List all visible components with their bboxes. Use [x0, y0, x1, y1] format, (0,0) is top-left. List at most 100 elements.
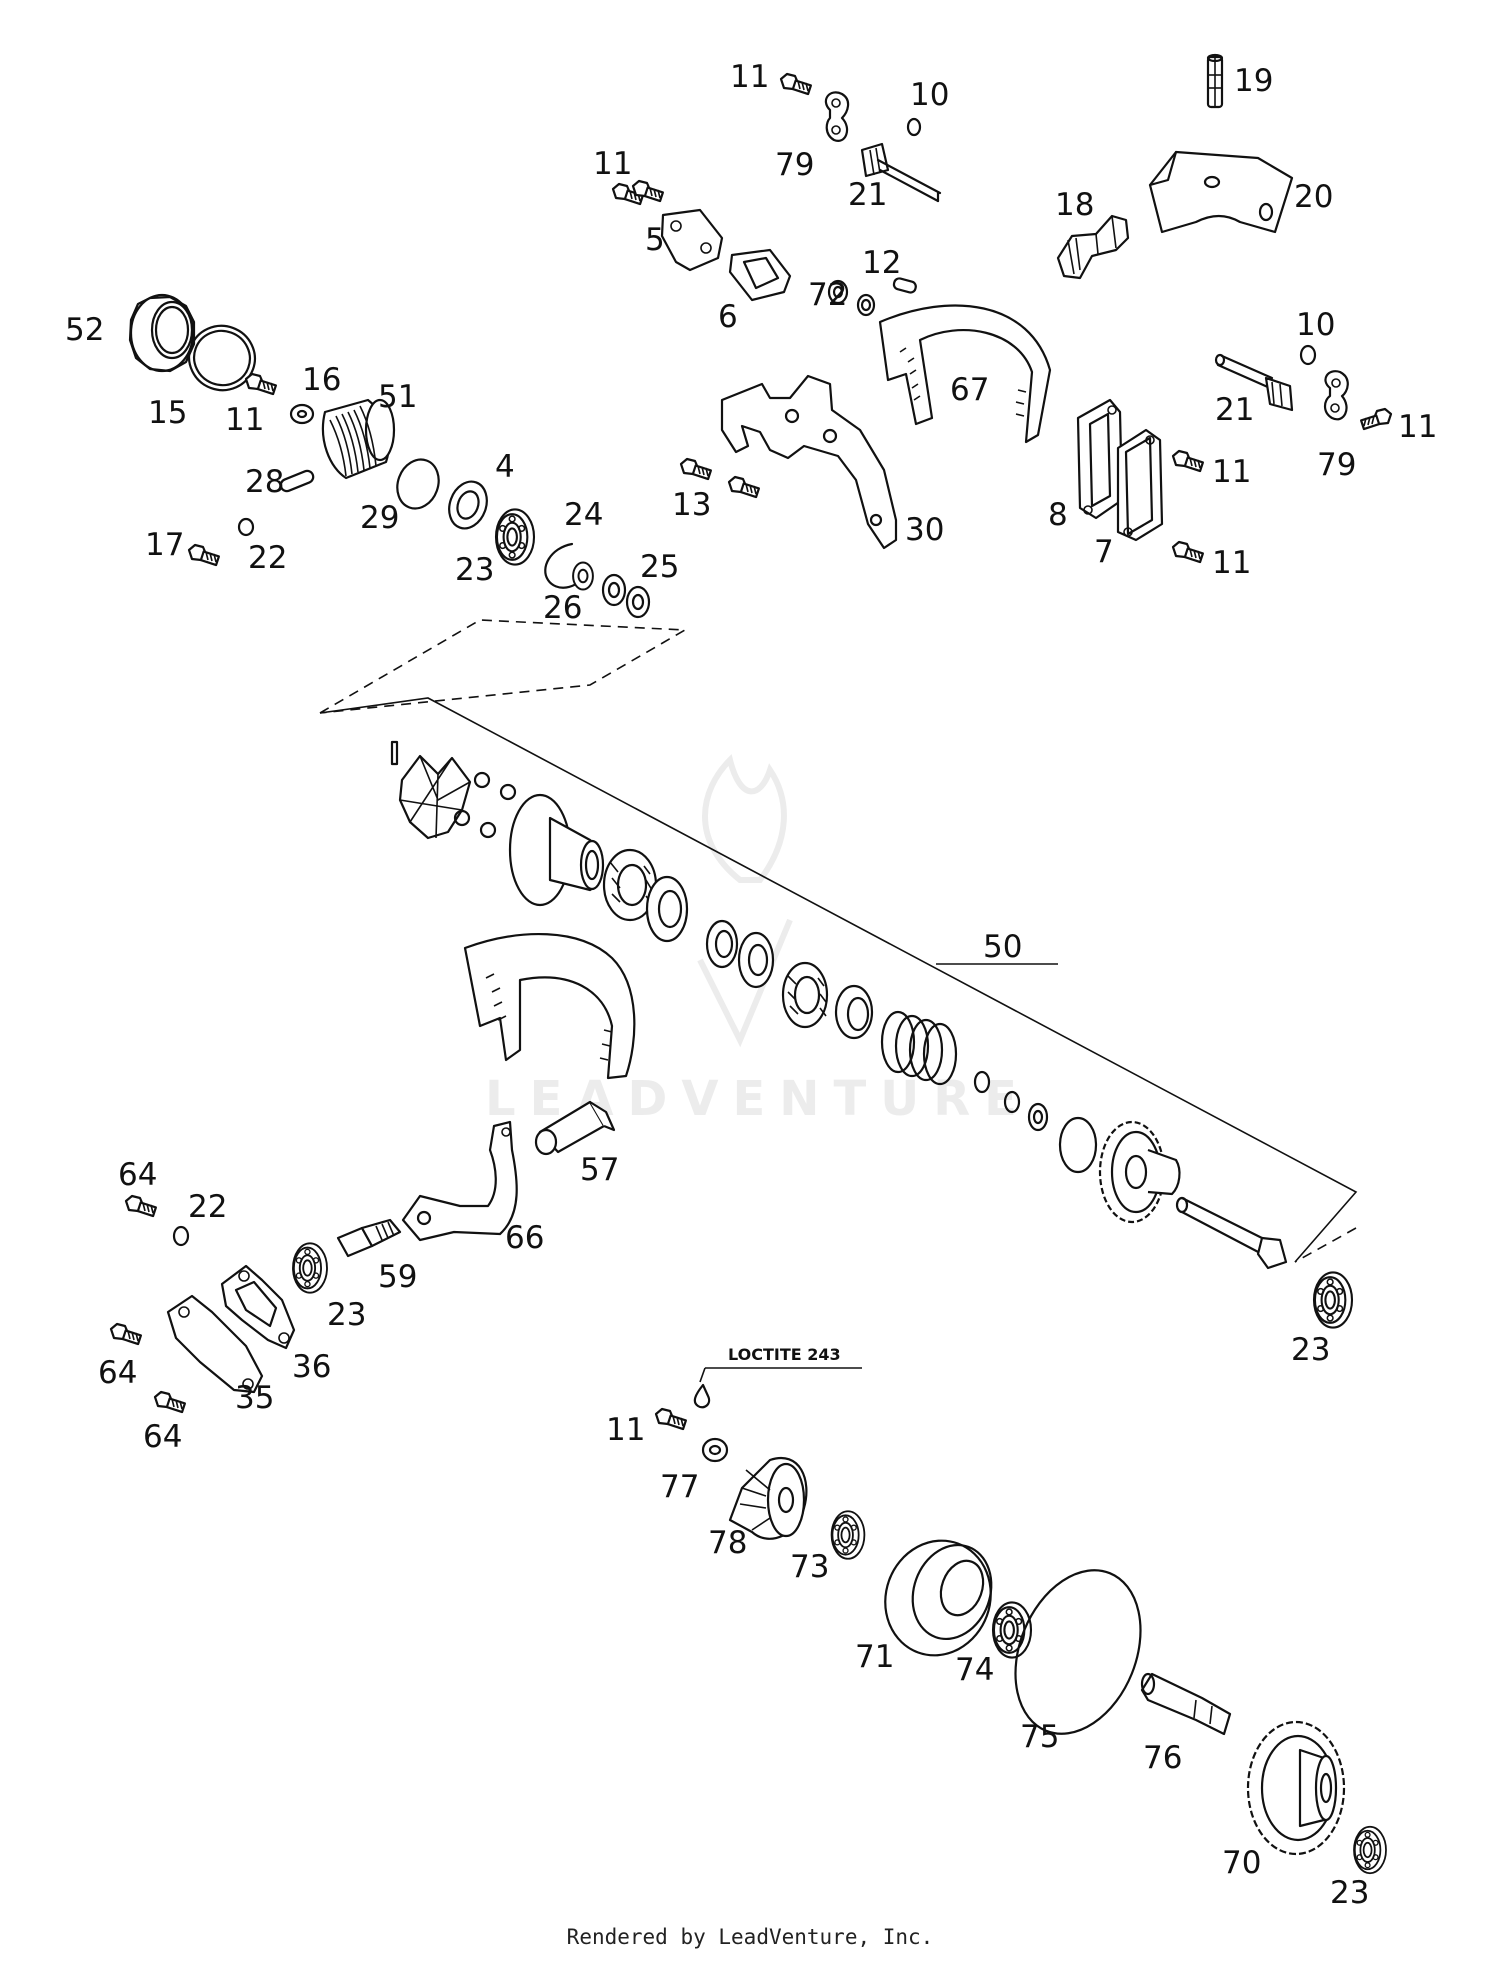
washer-part-25-b: [625, 585, 651, 619]
bolt-part-11-right: [1360, 407, 1393, 431]
pin-part-28: [279, 469, 315, 493]
bearing-part-23-bottom: [1353, 1825, 1387, 1875]
bolt-part-13-lower: [727, 475, 760, 499]
pump-shaft-part-76: [1140, 1672, 1232, 1736]
callout-11-pump: 11: [606, 1412, 646, 1448]
callout-26: 26: [543, 590, 583, 626]
pin-part-12: [892, 277, 917, 294]
callout-50: 50: [983, 929, 1023, 965]
thrust-washer-1: [645, 875, 689, 943]
callout-4: 4: [495, 449, 515, 485]
slider-part-20: [1148, 150, 1294, 234]
o-ring-part-29: [396, 458, 440, 510]
spring-part-51: [321, 398, 396, 480]
callout-74: 74: [955, 1652, 995, 1688]
callout-70: 70: [1222, 1845, 1262, 1881]
circlip: [1058, 1116, 1098, 1174]
seal-ring-part-15: [188, 324, 256, 392]
callout-21-top: 21: [848, 177, 888, 213]
bearing-part-23-right: [1312, 1271, 1354, 1329]
callout-11-right-lower: 11: [1212, 545, 1252, 581]
callout-13: 13: [672, 487, 712, 523]
seal-ring-part-72: [856, 293, 876, 317]
callout-71: 71: [855, 1639, 895, 1675]
thrust-washer-2: [737, 931, 775, 989]
bolt-part-17: [187, 543, 220, 567]
assembly-box-part-50: [319, 697, 1358, 1263]
bolt-part-64-low: [153, 1390, 186, 1414]
callout-35: 35: [235, 1380, 275, 1416]
callout-17: 17: [145, 527, 185, 563]
shaft-part-21-top: [860, 142, 942, 203]
balls: [453, 771, 517, 839]
kick-gear: [1098, 1120, 1181, 1224]
cover-plate-part-35: [166, 1294, 264, 1394]
callout-10-top: 10: [910, 77, 950, 113]
callout-24: 24: [564, 497, 604, 533]
kick-shaft: [1175, 1196, 1288, 1270]
bearing-part-23-lower-left: [292, 1242, 328, 1294]
washer-small: [1027, 1102, 1049, 1132]
callout-23-right: 23: [1291, 1332, 1331, 1368]
cover-part-7: [1116, 428, 1164, 542]
bolt-part-11-right-upper: [1171, 449, 1204, 473]
footer-credit: Rendered by LeadVenture, Inc.: [566, 1925, 934, 1949]
callout-79-right: 79: [1317, 447, 1357, 483]
sleeve: [834, 984, 874, 1040]
o-ring-part-10-right: [1299, 344, 1317, 366]
gasket-part-8: [1076, 398, 1124, 520]
callout-29: 29: [360, 500, 400, 536]
assembly-box-bottom-dash: [1294, 1227, 1357, 1263]
bearing-part-73: [830, 1510, 866, 1560]
kick-spring: [880, 1010, 958, 1086]
bolt-part-11-right-lower: [1171, 540, 1204, 564]
gasket-part-6: [728, 248, 792, 302]
callout-67: 67: [950, 372, 990, 408]
callout-76: 76: [1143, 1740, 1183, 1776]
callout-5: 5: [645, 222, 665, 258]
callout-28: 28: [245, 464, 285, 500]
callout-78: 78: [708, 1525, 748, 1561]
callout-59: 59: [378, 1259, 418, 1295]
impeller-part-78: [728, 1457, 808, 1540]
callout-12: 12: [862, 245, 902, 281]
callout-25: 25: [640, 549, 680, 585]
needle-bearing-2: [781, 961, 829, 1029]
gear-part-70: [1246, 1720, 1346, 1856]
bolt-part-11-top: [779, 72, 812, 96]
callout-64-top: 64: [118, 1157, 158, 1193]
callout-72: 72: [808, 277, 848, 313]
washer-part-4: [448, 480, 488, 530]
seal-part-72: [827, 279, 849, 305]
callout-11-right: 11: [1398, 409, 1438, 445]
callout-57: 57: [580, 1152, 620, 1188]
ratchet-segment-lower: [463, 932, 636, 1080]
callout-79-top: 79: [775, 147, 815, 183]
washer-part-26: [572, 561, 594, 591]
washer-part-77: [701, 1437, 729, 1463]
callout-30: 30: [905, 512, 945, 548]
shaft-part-21-right: [1214, 353, 1294, 412]
callout-11-left: 11: [225, 402, 265, 438]
callout-11-right-upper: 11: [1212, 454, 1252, 490]
callout-15: 15: [148, 395, 188, 431]
callout-8: 8: [1048, 497, 1068, 533]
pin: [390, 740, 399, 766]
pump-housing-part-71: [884, 1539, 993, 1657]
driver-hub: [508, 793, 605, 907]
callout-64-mid: 64: [98, 1355, 138, 1391]
washer-part-25-a: [601, 573, 627, 607]
cover-plate-part-5: [660, 208, 724, 272]
washer-part-22-lower: [172, 1225, 190, 1247]
guide-plate-part-30: [720, 374, 898, 550]
callout-11-top: 11: [730, 59, 770, 95]
ratchet-wheel: [398, 754, 472, 840]
locking-plate-part-79-right: [1323, 370, 1349, 421]
loctite-note: LOCTITE 243: [728, 1345, 841, 1364]
o-ring-part-10-top: [906, 117, 922, 137]
washer-part-22-left: [237, 517, 255, 537]
callout-52: 52: [65, 312, 105, 348]
callout-6: 6: [718, 299, 738, 335]
bolt-part-13-upper: [679, 457, 712, 481]
